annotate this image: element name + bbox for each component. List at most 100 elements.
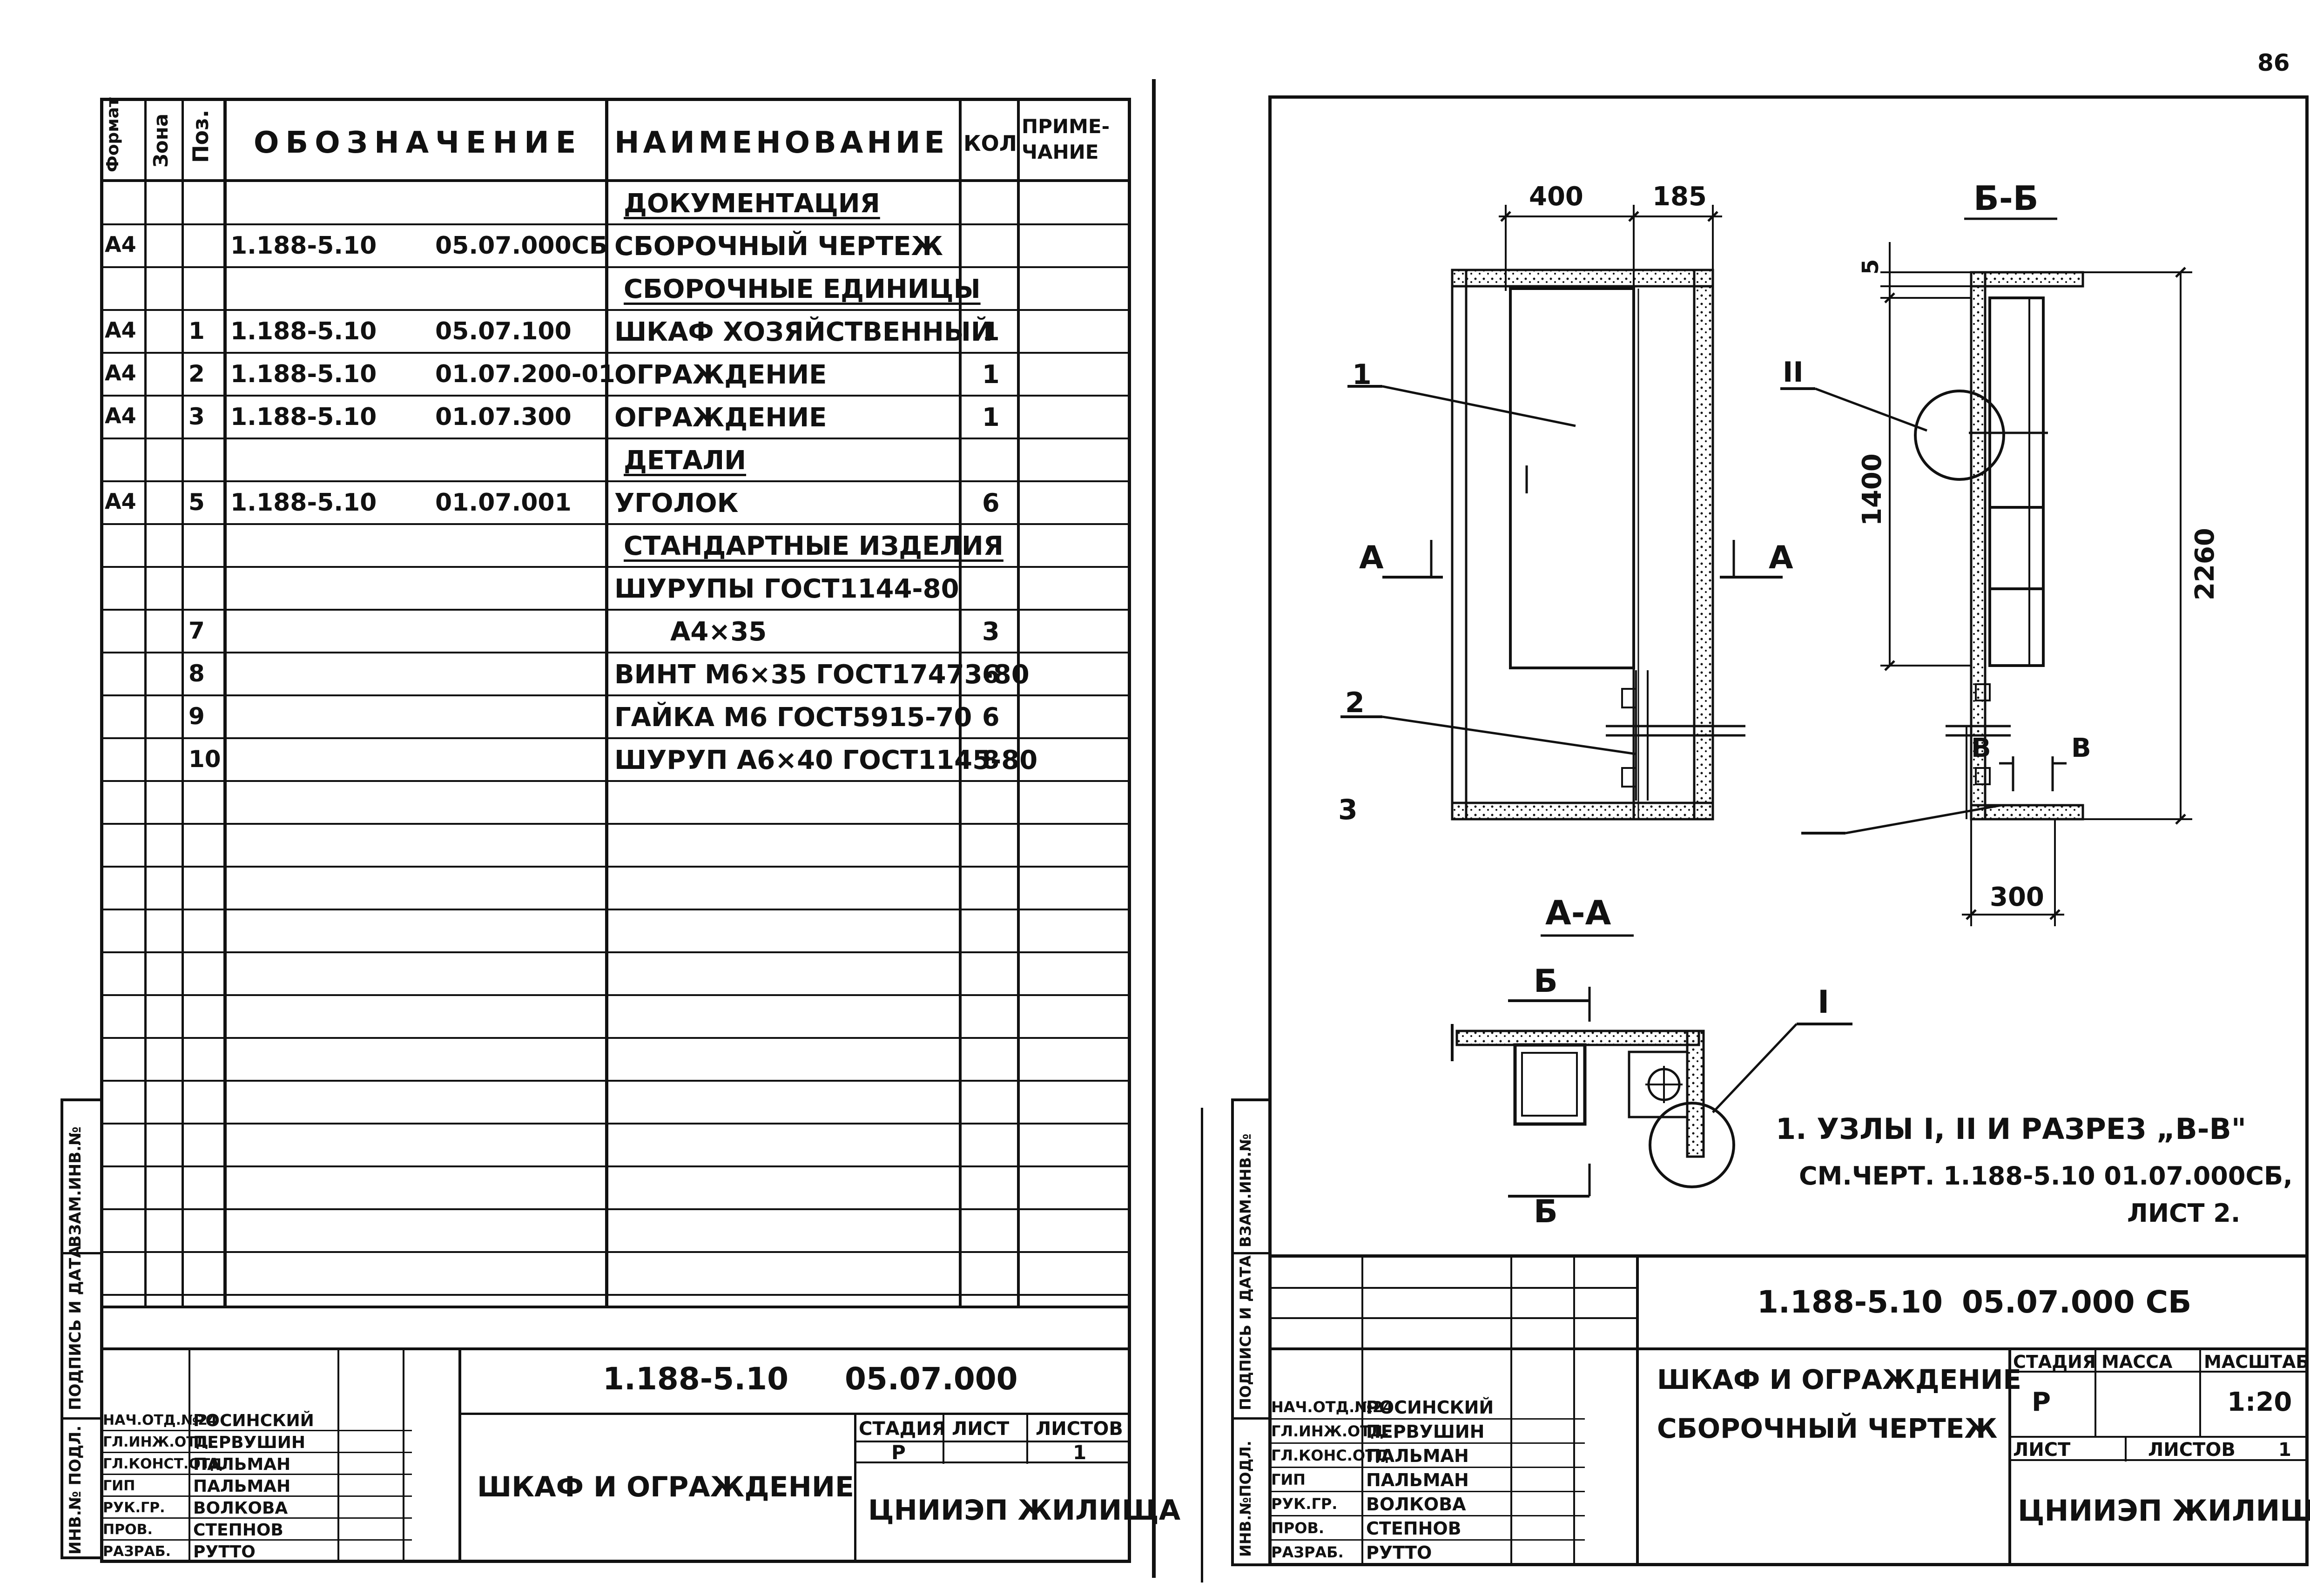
spec-name-cell: Шурупы ГОСТ1144-80 <box>614 574 959 604</box>
title-role: Гл.конст.отд. <box>103 1456 228 1472</box>
pos-3-label: 3 <box>1338 794 1358 826</box>
node-1-label: I <box>1818 984 1830 1021</box>
spec-code-cell: 01.07.300 <box>435 403 572 431</box>
side-stamp-vzam: Взам.инв.№ <box>66 1126 85 1247</box>
header-format: Формат <box>103 97 122 172</box>
mark-b-top: Б <box>1534 963 1558 1000</box>
spec-section-row: Стандартные изделия <box>100 533 1131 576</box>
assembly-drawing <box>1340 205 2192 1198</box>
right-sheets-label: Листов <box>2148 1439 2236 1461</box>
right-mass-label: Масса <box>2101 1352 2173 1372</box>
dim-400: 400 <box>1529 182 1583 212</box>
spec-name-cell: Винт М6×35 ГОСТ17473-80 <box>614 660 1030 690</box>
spec-name-cell: Стандартные изделия <box>624 531 1003 561</box>
spec-name-cell: Шуруп А6×40 ГОСТ1145-80 <box>614 745 1038 775</box>
spec-qty-cell: 1 <box>982 360 1000 389</box>
spec-qty-cell: 6 <box>982 488 1000 518</box>
mark-b-bottom: Б <box>1534 1193 1558 1230</box>
spec-pos-cell: 1 <box>189 317 205 344</box>
left-sheets: 1 <box>1073 1441 1087 1464</box>
note-line-1: 1. Узлы I, II и разрез „В-В" <box>1776 1112 2247 1146</box>
header-name: Наименование <box>614 126 949 160</box>
spec-name-cell: Детали <box>624 445 747 476</box>
mark-a-right: А <box>1769 539 1793 576</box>
side-stamp-left <box>61 1098 100 1559</box>
spec-row: 9Гайка М6 ГОСТ5915-706 <box>100 705 1131 747</box>
spec-rows: ДокументацияА41.188-5.1005.07.000СБСборо… <box>100 181 1131 1307</box>
spec-frame <box>100 98 1131 1563</box>
page-number: 86 <box>2257 49 2290 76</box>
spec-pos-cell: 2 <box>189 360 205 387</box>
spec-qty-cell: 1 <box>982 317 1000 346</box>
left-stage-label: Стадия <box>859 1418 946 1440</box>
title-name: Волкова <box>1366 1494 1466 1515</box>
drawing-sheet: Инв.№подл. Подпись и дата Взам.инв.№ <box>1164 0 2310 1596</box>
spec-doc-cell: 1.188-5.10 <box>230 232 377 260</box>
title-role: Гл.конс.отд. <box>1271 1447 1394 1464</box>
spec-name-cell: Шкаф хозяйственный <box>614 317 993 347</box>
spec-row: Шурупы ГОСТ1144-80 <box>100 576 1131 619</box>
section-bb <box>1780 242 2192 926</box>
left-sheets-label: Листов <box>1036 1418 1123 1440</box>
header-note: Приме- чание <box>1022 115 1110 163</box>
spec-section-row: Детали <box>100 448 1131 491</box>
title-name: Росинский <box>193 1411 314 1430</box>
right-scale: 1:20 <box>2227 1387 2292 1417</box>
left-sheet-label: Лист <box>952 1418 1010 1440</box>
spec-name-cell: Сборочные единицы <box>624 274 981 304</box>
specification-sheet: Формат Зона Поз. Обозначение Наименовани… <box>61 79 1180 1578</box>
spec-pos-cell: 8 <box>189 660 205 687</box>
title-role: Рук.гр. <box>1271 1495 1338 1513</box>
dim-1400: 1400 <box>1857 453 1887 526</box>
node-2-label: II <box>1783 356 1804 389</box>
right-title-1: Шкаф и ограждение <box>1657 1364 2022 1395</box>
spec-code-cell: 05.07.000СБ <box>435 232 608 260</box>
note-line-2: см.черт. 1.188-5.10 01.07.000СБ, <box>1799 1161 2293 1191</box>
spec-name-cell: Ограждение <box>614 403 827 433</box>
left-org: ЦНИИЭП жилища <box>868 1494 1181 1527</box>
left-doc-number: 1.188-5.10 <box>603 1361 788 1397</box>
spec-name-cell: Ограждение <box>614 360 827 390</box>
spec-format-cell: А4 <box>105 360 136 385</box>
spec-code-cell: 01.07.001 <box>435 489 572 517</box>
dim-300: 300 <box>1990 882 2044 912</box>
title-name: Рутто <box>193 1542 256 1562</box>
left-stage: Р <box>891 1441 906 1464</box>
note-line-3: лист 2. <box>2127 1199 2241 1228</box>
dim-2260: 2260 <box>2190 528 2220 600</box>
title-name: Степнов <box>1366 1518 1461 1539</box>
title-name: Пальман <box>1366 1470 1469 1490</box>
spec-row: 10Шуруп А6×40 ГОСТ1145-808 <box>100 747 1131 790</box>
title-role: Рук.гр. <box>103 1500 165 1516</box>
spec-pos-cell: 7 <box>189 617 205 644</box>
spec-name-cell: Уголок <box>614 488 739 519</box>
section-aa <box>1451 987 1852 1198</box>
title-name: Рутто <box>1366 1542 1432 1563</box>
spec-row: 7 А4×35 3 <box>100 619 1131 662</box>
spec-name-cell: Сборочный чертеж <box>614 231 943 262</box>
title-role: ГИП <box>103 1478 135 1494</box>
spec-qty-cell: 3 <box>982 617 1000 646</box>
pos-1-label: 1 <box>1352 358 1372 391</box>
spec-row: 8Винт М6×35 ГОСТ17473-806 <box>100 662 1131 705</box>
title-role: ГИП <box>1271 1471 1306 1488</box>
right-stage-label: Стадия <box>2013 1352 2096 1372</box>
header-zone: Зона <box>149 113 172 168</box>
header-pos: Поз. <box>188 109 213 163</box>
section-aa-title: А-А <box>1545 893 1611 932</box>
mark-v-left: В <box>1971 733 1991 763</box>
title-name: Пальман <box>193 1477 291 1496</box>
right-stage: Р <box>2032 1387 2051 1417</box>
spec-section-row: Сборочные единицы <box>100 276 1131 319</box>
spec-name-cell: Гайка М6 ГОСТ5915-70 <box>614 702 972 733</box>
spec-name-cell: А4×35 <box>670 617 767 647</box>
right-doc-code: 05.07.000 СБ <box>1962 1284 2192 1320</box>
title-name: Пальман <box>1366 1446 1469 1466</box>
dim-185: 185 <box>1652 182 1707 212</box>
mark-a-left: А <box>1359 539 1384 576</box>
spec-qty-cell: 8 <box>982 745 1000 774</box>
